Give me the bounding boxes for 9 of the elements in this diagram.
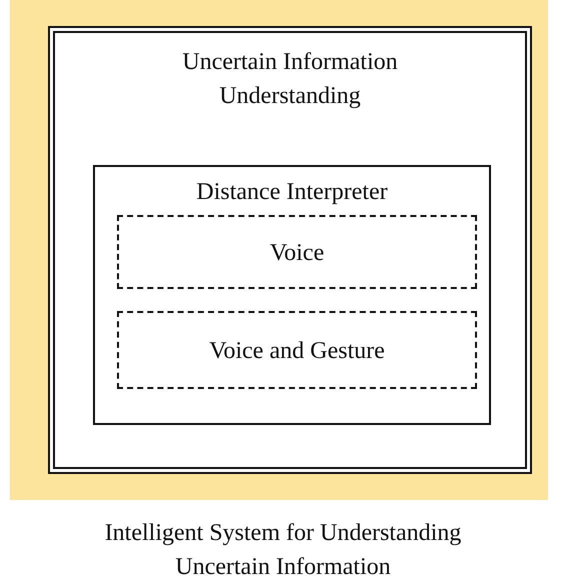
box-label: Distance Interpreter [195, 178, 389, 207]
box-label: Uncertain Information Understanding [181, 48, 399, 111]
interpreter-box [93, 165, 491, 425]
caption: Intelligent System for Understanding Uncertain Information [104, 519, 462, 582]
box-label: Voice and Gesture [208, 337, 386, 366]
box-label: Voice [268, 239, 326, 268]
mode-box [117, 311, 477, 389]
mode-box [117, 215, 477, 289]
outer-box [48, 26, 532, 474]
